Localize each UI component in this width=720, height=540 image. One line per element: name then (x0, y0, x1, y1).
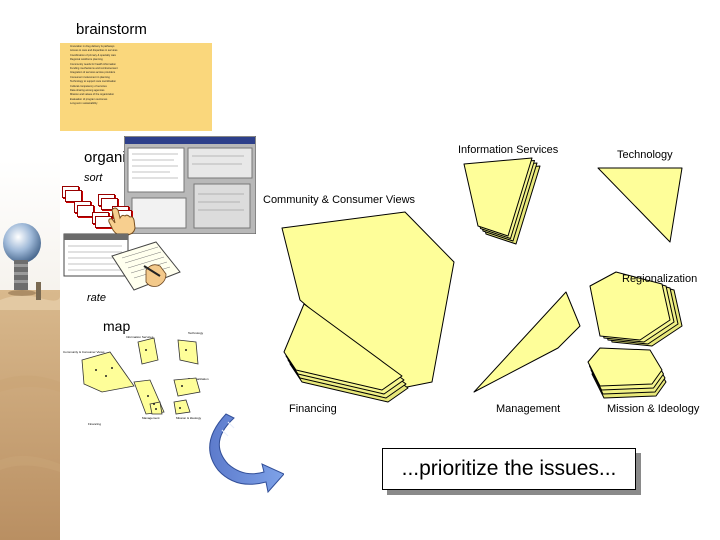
list-item: Coordination of primary & specialty care (70, 54, 212, 58)
label-community-consumer-views: Community & Consumer Views (263, 194, 416, 206)
curved-arrow-icon (209, 413, 284, 494)
label-management: Management (496, 403, 561, 415)
list-item: Innovation in drug delivery & pathways (70, 45, 212, 49)
mini-cluster-information-services (137, 337, 159, 365)
brainstorm-note: Innovation in drug delivery & pathways A… (60, 43, 212, 131)
list-item: Data sharing among agencies (70, 89, 212, 93)
software-screenshot (124, 136, 256, 234)
mini-label-community-consumer-views: Community & Consumer Views (63, 350, 105, 354)
label-mission-ideology: Mission & Ideology (607, 403, 700, 415)
cluster-technology (597, 167, 683, 243)
cluster-management (473, 291, 581, 393)
mini-cluster-community (81, 351, 135, 393)
list-item: Technology to support care coordination (70, 80, 212, 84)
sort-label: sort (84, 172, 103, 184)
cluster-financing (283, 303, 409, 403)
list-item: Integration of services across providers (70, 71, 212, 75)
mini-label-regionalization: Regionalization (188, 377, 209, 381)
mini-label-management: Management (142, 416, 160, 420)
cluster-regionalization (589, 271, 683, 347)
mini-cluster-technology (177, 339, 199, 365)
list-item: Cultural competency of services (70, 85, 212, 89)
hand-sorting-icon (108, 207, 136, 236)
cluster-information-services (463, 157, 541, 245)
brainstorm-list: Innovation in drug delivery & pathways A… (60, 45, 212, 107)
mini-label-information-services: Information Services (126, 335, 154, 339)
cluster-community-consumer-views (281, 211, 455, 389)
brainstorm-label: brainstorm (76, 21, 147, 38)
prioritize-callout: ...prioritize the issues... (382, 448, 636, 490)
rate-label: rate (87, 292, 106, 304)
mini-label-financing: Financing (88, 422, 102, 426)
label-technology: Technology (617, 149, 673, 161)
idea-card (77, 205, 94, 217)
mini-cluster-management (173, 399, 191, 415)
idea-card (65, 190, 82, 202)
lightbulb-desert-image (0, 160, 60, 540)
list-item: Community needs for health information (70, 63, 212, 67)
list-item: Mission and values of the organization (70, 93, 212, 97)
list-item: Access to care and disparities in servic… (70, 49, 212, 53)
label-information-services: Information Services (458, 144, 559, 156)
list-item: Consumer involvement in planning (70, 76, 212, 80)
mini-cluster-regionalization (173, 377, 201, 397)
mini-label-mission-ideology: Mission & Ideology (176, 416, 202, 420)
rating-sheet-image (63, 233, 181, 291)
list-item: Evaluation of program outcomes (70, 98, 212, 102)
list-item: Funding mechanisms and reimbursement (70, 67, 212, 71)
mini-label-technology: Technology (188, 331, 204, 335)
cluster-mission-ideology (587, 347, 667, 399)
map-label: map (103, 318, 131, 334)
list-item: Regional workforce planning (70, 58, 212, 62)
label-regionalization: Regionalization (622, 273, 698, 285)
list-item: Long-term sustainability (70, 102, 212, 106)
label-financing: Financing (289, 403, 337, 415)
mini-concept-map (81, 337, 201, 415)
